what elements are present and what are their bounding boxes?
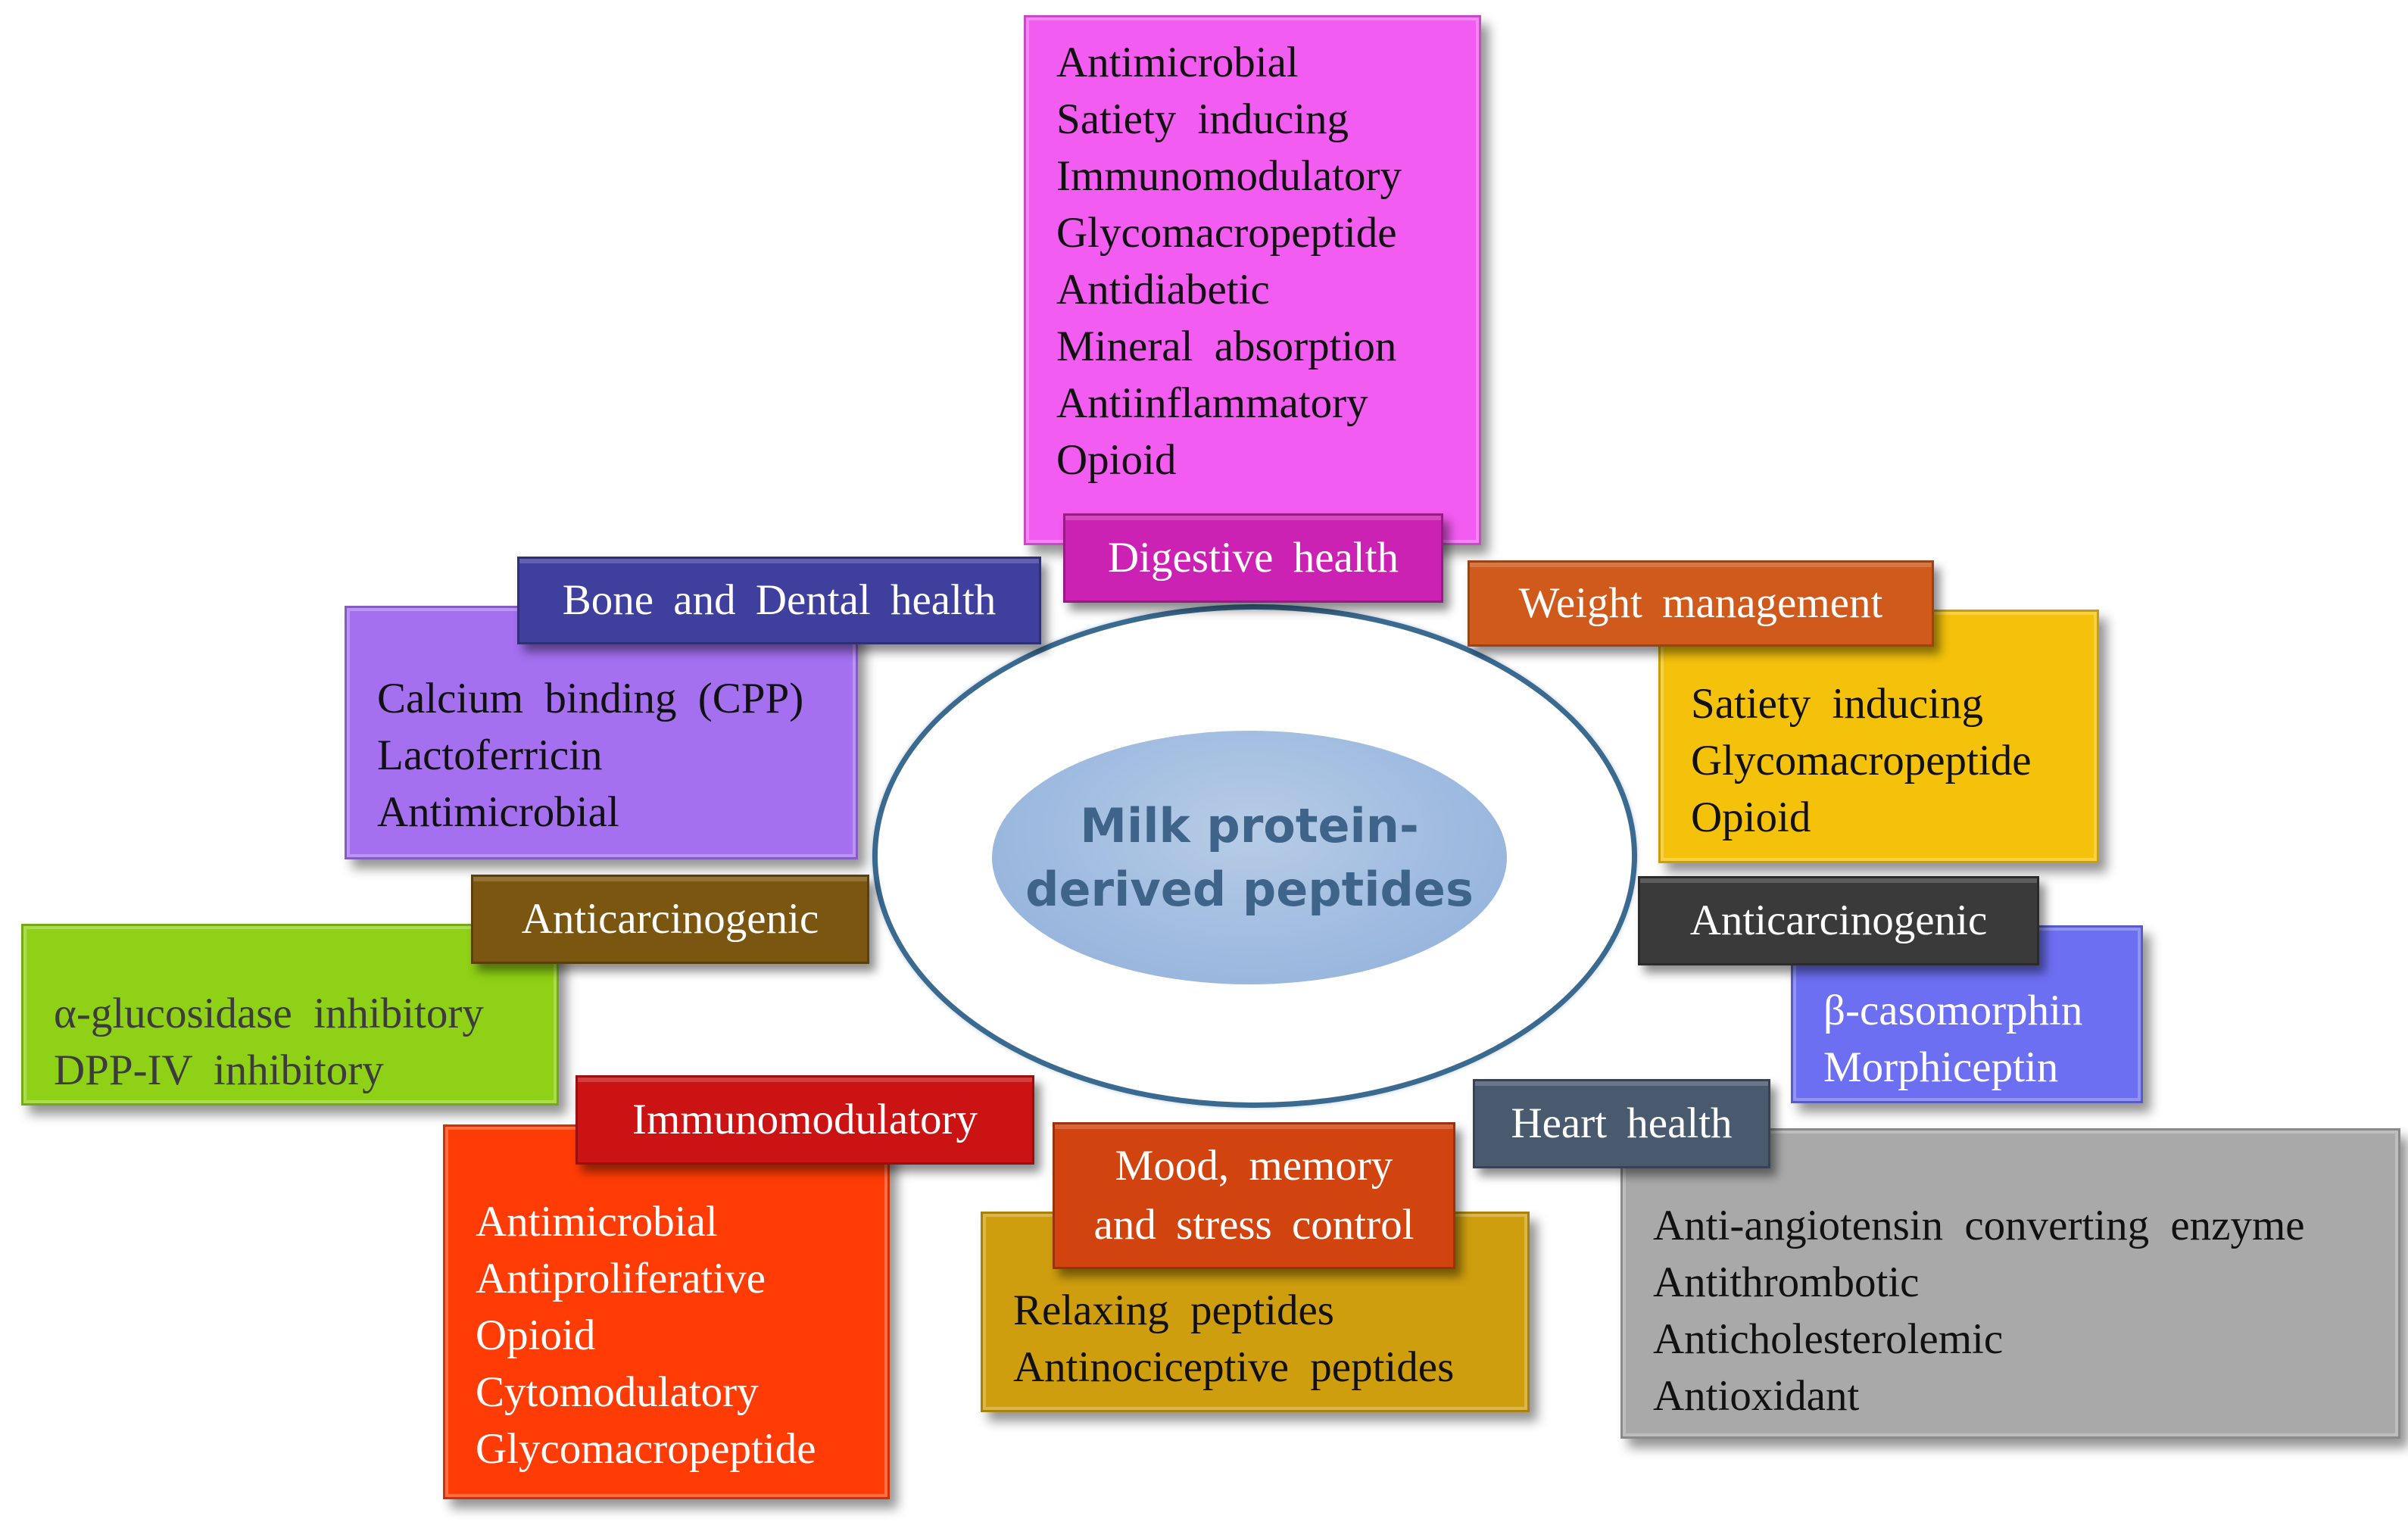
list-item: Opioid [1056,436,1177,484]
anticarcinogenic-left-list: α-glucosidase inhibitory DPP-IV inhibito… [54,985,557,1099]
center-title-line1: Milk protein- [1080,797,1419,853]
mood-list: Relaxing peptides Antinociceptive peptid… [1013,1282,1527,1396]
list-item: Antithrombotic [1653,1258,1920,1306]
mood-label: Mood, memory and stress control [1053,1122,1455,1269]
anticarcinogenic-left-label: Anticarcinogenic [471,875,869,964]
list-item: Antiinflammatory [1056,379,1368,427]
list-item: Glycomacropeptide [1691,737,2032,784]
list-item: Satiety inducing [1691,680,1984,728]
anticarcinogenic-right-label: Anticarcinogenic [1638,876,2039,965]
list-item: Relaxing peptides [1013,1287,1334,1334]
weight-list: Satiety inducing Glycomacropeptide Opioi… [1691,675,2097,846]
center-title-line2: derived peptides [1025,861,1474,917]
list-item: Antioxidant [1653,1372,1860,1420]
list-item: Lactoferricin [377,731,603,779]
bone-label: Bone and Dental health [517,557,1041,644]
list-item: Antimicrobial [377,788,619,836]
anticarcinogenic-right-list: β-casomorphin Morphiceptin [1823,982,2141,1096]
weight-box: Satiety inducing Glycomacropeptide Opioi… [1658,610,2099,863]
list-item: β-casomorphin [1823,987,2083,1034]
weight-label: Weight management [1468,560,1934,647]
list-item: Antimicrobial [1056,39,1299,86]
list-item: Antiproliferative [476,1255,766,1302]
list-item: Glycomacropeptide [476,1425,816,1473]
list-item: Glycomacropeptide [1056,209,1397,257]
list-item: DPP-IV inhibitory [54,1046,384,1094]
list-item: Anticholesterolemic [1653,1315,2004,1363]
heart-list: Anti-angiotensin converting enzyme Antit… [1653,1197,2398,1424]
list-item: Calcium binding (CPP) [377,675,804,722]
mood-label-line1: Mood, memory [1115,1142,1393,1190]
center-title: Milk protein- derived peptides [992,731,1507,984]
digestive-list: Antimicrobial Satiety inducing Immunomod… [1056,34,1479,488]
list-item: Mineral absorption [1056,323,1397,370]
immunomodulatory-label: Immunomodulatory [575,1075,1034,1165]
heart-box: Anti-angiotensin converting enzyme Antit… [1620,1128,2400,1439]
mood-label-line2: and stress control [1093,1201,1415,1249]
list-item: Opioid [476,1311,596,1359]
bone-box: Calcium binding (CPP) Lactoferricin Anti… [345,606,858,859]
heart-label: Heart health [1473,1079,1770,1168]
list-item: Antimicrobial [476,1198,718,1246]
bone-list: Calcium binding (CPP) Lactoferricin Anti… [377,670,856,841]
digestive-label: Digestive health [1063,513,1443,603]
anticarcinogenic-left-box: α-glucosidase inhibitory DPP-IV inhibito… [21,924,559,1106]
list-item: Anti-angiotensin converting enzyme [1653,1202,2305,1249]
list-item: α-glucosidase inhibitory [54,990,484,1037]
list-item: Antinociceptive peptides [1013,1343,1455,1391]
list-item: Antidiabetic [1056,266,1270,313]
immunomodulatory-list: Antimicrobial Antiproliferative Opioid C… [476,1193,887,1477]
list-item: Satiety inducing [1056,95,1349,143]
list-item: Cytomodulatory [476,1368,759,1416]
immunomodulatory-box: Antimicrobial Antiproliferative Opioid C… [443,1124,890,1499]
list-item: Opioid [1691,794,1811,841]
digestive-box: Antimicrobial Satiety inducing Immunomod… [1024,15,1481,545]
list-item: Morphiceptin [1823,1043,2059,1091]
list-item: Immunomodulatory [1056,152,1402,200]
